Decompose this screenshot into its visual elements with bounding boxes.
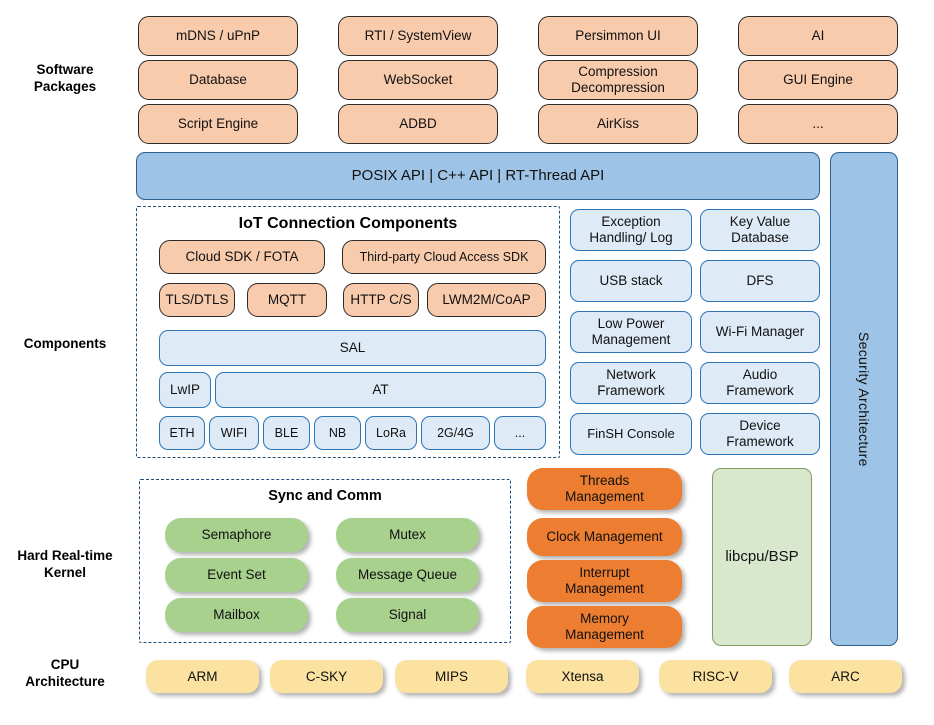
package-mdns-upnp[interactable]: mDNS / uPnP [138,16,298,56]
security-architecture-bar: Security Architecture [830,152,898,646]
cpu-c-sky[interactable]: C-SKY [270,660,383,693]
iot-cloud-sdk-fota[interactable]: Cloud SDK / FOTA [159,240,325,274]
sync-and-comm-group: Sync and Comm [139,479,511,643]
cpu-arc[interactable]: ARC [789,660,902,693]
iot-link-lora[interactable]: LoRa [365,416,417,450]
iot-link-eth[interactable]: ETH [159,416,205,450]
iot-link-wifi[interactable]: WIFI [209,416,259,450]
kernel-mailbox[interactable]: Mailbox [165,598,308,632]
sync-group-title: Sync and Comm [268,488,382,504]
iot-lwm2m-coap[interactable]: LWM2M/CoAP [427,283,546,317]
component-device-framework[interactable]: Device Framework [700,413,820,455]
component-network-framework[interactable]: Network Framework [570,362,692,404]
cpu-arm[interactable]: ARM [146,660,259,693]
section-label-kernel: Hard Real-time Kernel [17,548,113,580]
component-usb-stack[interactable]: USB stack [570,260,692,302]
iot-lwip[interactable]: LwIP [159,372,211,408]
package-more[interactable]: ... [738,104,898,144]
section-label-software-packages: Software Packages [33,62,97,94]
kernel-clock-management[interactable]: Clock Management [527,518,682,556]
cpu-mips[interactable]: MIPS [395,660,508,693]
iot-connection-components-group: IoT Connection Components [136,206,560,458]
iot-group-title: IoT Connection Components [238,215,458,232]
section-label-cpu-architecture: CPU Architecture [25,657,105,689]
package-ai[interactable]: AI [738,16,898,56]
component-key-value-database[interactable]: Key Value Database [700,209,820,251]
component-finsh-console[interactable]: FinSH Console [570,413,692,455]
iot-tls-dtls[interactable]: TLS/DTLS [159,283,235,317]
iot-sal[interactable]: SAL [159,330,546,366]
kernel-threads-management[interactable]: Threads Management [527,468,682,510]
kernel-mutex[interactable]: Mutex [336,518,479,552]
package-airkiss[interactable]: AirKiss [538,104,698,144]
iot-mqtt[interactable]: MQTT [247,283,327,317]
iot-link-more[interactable]: ... [494,416,546,450]
cpu-risc-v[interactable]: RISC-V [659,660,772,693]
kernel-interrupt-management[interactable]: Interrupt Management [527,560,682,602]
component-dfs[interactable]: DFS [700,260,820,302]
kernel-message-queue[interactable]: Message Queue [336,558,479,592]
kernel-libcpu-bsp[interactable]: libcpu/BSP [712,468,812,646]
component-wifi-manager[interactable]: Wi-Fi Manager [700,311,820,353]
package-script-engine[interactable]: Script Engine [138,104,298,144]
iot-third-party-cloud-access-sdk[interactable]: Third-party Cloud Access SDK [342,240,546,274]
kernel-semaphore[interactable]: Semaphore [165,518,308,552]
component-audio-framework[interactable]: Audio Framework [700,362,820,404]
kernel-memory-management[interactable]: Memory Management [527,606,682,648]
security-architecture-label: Security Architecture [856,331,873,467]
iot-link-ble[interactable]: BLE [263,416,310,450]
iot-http-cs[interactable]: HTTP C/S [343,283,419,317]
cpu-xtensa[interactable]: Xtensa [526,660,639,693]
iot-link-2g-4g[interactable]: 2G/4G [421,416,490,450]
package-database[interactable]: Database [138,60,298,100]
package-rti-systemview[interactable]: RTI / SystemView [338,16,498,56]
component-exception-handling-log[interactable]: Exception Handling/ Log [570,209,692,251]
api-bar: POSIX API | C++ API | RT-Thread API [136,152,820,200]
component-low-power-management[interactable]: Low Power Management [570,311,692,353]
package-websocket[interactable]: WebSocket [338,60,498,100]
iot-link-nb[interactable]: NB [314,416,361,450]
section-label-components: Components [23,336,107,351]
package-gui-engine[interactable]: GUI Engine [738,60,898,100]
package-adbd[interactable]: ADBD [338,104,498,144]
kernel-signal[interactable]: Signal [336,598,479,632]
kernel-event-set[interactable]: Event Set [165,558,308,592]
package-persimmon-ui[interactable]: Persimmon UI [538,16,698,56]
iot-at[interactable]: AT [215,372,546,408]
package-compression-decompression[interactable]: Compression Decompression [538,60,698,100]
